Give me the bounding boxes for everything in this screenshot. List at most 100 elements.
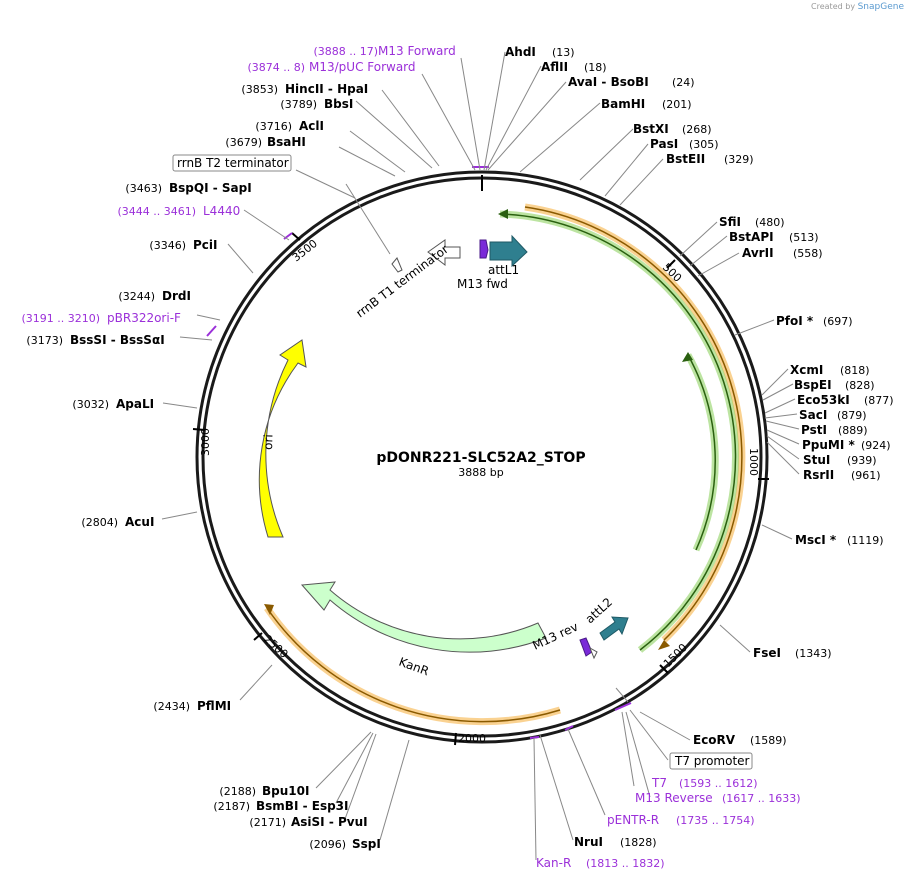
site-bpu10i-pos: (2188)	[219, 785, 256, 798]
site-acui-name: AcuI	[125, 515, 154, 529]
rrnb-t2-box	[172, 154, 292, 172]
attl1-label: attL1	[488, 263, 519, 277]
site-bamhi-pos: (201)	[662, 98, 692, 111]
site-saci-pos: (879)	[837, 409, 867, 422]
site-bspqi-pos: (3463)	[125, 182, 162, 195]
site-bstapi-pos: (513)	[789, 231, 819, 244]
t7-promoter-label: T7 promoter	[674, 754, 750, 768]
site-bspei-name: BspEI	[794, 378, 832, 392]
site-bbsi-pos: (3789)	[280, 98, 317, 111]
t7-promoter-box	[669, 752, 753, 770]
primer-kan-r-name: Kan-R	[536, 856, 571, 870]
ori-feature	[258, 339, 307, 538]
primer-m13-forward-name: M13 Forward	[378, 44, 456, 58]
kanr-feature	[300, 581, 547, 653]
orf-green-inner	[687, 354, 716, 551]
site-aflii-name: AflII	[541, 60, 568, 74]
site-asisi-pos: (2171)	[249, 816, 286, 829]
site-apali-pos: (3032)	[72, 398, 109, 411]
tick-label-2000: 2000	[458, 732, 486, 745]
site-bsssi-name: BssSI - BssSαI	[70, 333, 165, 347]
orf-green-mid-head	[498, 209, 508, 219]
site-bsteii-pos: (329)	[724, 153, 754, 166]
plasmid-length: 3888 bp	[458, 466, 503, 479]
site-pcii-pos: (3346)	[149, 239, 186, 252]
site-asisi-name: AsiSI - PvuI	[291, 815, 368, 829]
site-drdi-name: DrdI	[162, 289, 191, 303]
orf-orange-outer-head	[658, 640, 670, 650]
site-apali-name: ApaLI	[116, 397, 154, 411]
site-acui-pos: (2804)	[81, 516, 118, 529]
site-bstapi-name: BstAPI	[729, 230, 774, 244]
orf-green-inner-head	[682, 352, 693, 362]
site-bpu10i-name: Bpu10I	[262, 784, 309, 798]
site-hincii-name: HincII - HpaI	[285, 82, 368, 96]
site-ppumi-pos: (924)	[861, 439, 891, 452]
site-rsrii-name: RsrII	[803, 468, 834, 482]
orf-orange-bottom-head	[264, 604, 274, 615]
attl2-label: attL2	[583, 595, 615, 626]
tick-label-1000: 1000	[747, 448, 760, 476]
site-ecorv-name: EcoRV	[693, 733, 736, 747]
site-pflmi-pos: (2434)	[153, 700, 190, 713]
rrnb-t1-label: rrnB T1 terminator	[353, 242, 451, 320]
site-acli-pos: (3716)	[255, 120, 292, 133]
site-psti-pos: (889)	[838, 424, 868, 437]
site-bsssi-pos: (3173)	[26, 334, 63, 347]
site-acli-name: AclI	[299, 119, 324, 133]
site-xcmi-pos: (818)	[840, 364, 870, 377]
kan-r-mark	[529, 736, 540, 739]
site-ppumi-name: PpuMI *	[802, 438, 856, 452]
site-ahdi-pos: (13)	[552, 46, 575, 59]
rrnb-t2-feature	[427, 239, 461, 267]
site-bspqi-name: BspQI - SapI	[169, 181, 252, 195]
orf-green-mid	[499, 213, 737, 651]
site-sspi-pos: (2096)	[309, 838, 346, 851]
ori-label: ori	[261, 434, 276, 450]
credit-brand: SnapGene	[857, 2, 904, 12]
plasmid-name: pDONR221-SLC52A2_STOP	[376, 450, 585, 466]
site-bsmbi-pos: (2187)	[213, 800, 250, 813]
site-pasi-pos: (305)	[689, 138, 719, 151]
primer-m13-forward-range: (3888 .. 17)	[313, 45, 378, 58]
site-aflii-pos: (18)	[584, 61, 607, 74]
primer-pentr-r-range: (1735 .. 1754)	[676, 814, 755, 827]
tick-2500	[253, 632, 263, 641]
site-nrui-name: NruI	[574, 835, 603, 849]
primer-m13puc-forward-name: M13/pUC Forward	[309, 60, 416, 74]
tick-marks	[192, 232, 769, 746]
site-bstxi-pos: (268)	[682, 123, 712, 136]
primer-pbr322ori-f-name: pBR322ori-F	[107, 311, 181, 325]
site-pfoi-pos: (697)	[823, 315, 853, 328]
site-eco53ki-name: Eco53kI	[797, 393, 850, 407]
orf-orange-outer	[524, 206, 743, 641]
site-saci-name: SacI	[799, 408, 827, 422]
site-avrii-pos: (558)	[793, 247, 823, 260]
kanr-label: KanR	[397, 655, 431, 679]
tick-1500	[659, 664, 669, 674]
site-drdi-pos: (3244)	[118, 290, 155, 303]
site-msci-pos: (1119)	[847, 534, 884, 547]
site-avai-name: AvaI - BsoBI	[568, 75, 649, 89]
site-bstxi-name: BstXI	[633, 122, 669, 136]
site-bsteii-name: BstEII	[666, 152, 705, 166]
site-bsahi-name: BsaHI	[267, 135, 306, 149]
t7-m13rev-mark	[614, 702, 632, 711]
site-avai-pos: (24)	[672, 76, 695, 89]
rrnb-t1-feature	[391, 257, 403, 273]
tick-3500	[291, 232, 301, 241]
m13-rev-feature	[579, 637, 593, 657]
site-nrui-pos: (1828)	[620, 836, 657, 849]
primer-l4440-name: L4440	[203, 204, 240, 218]
site-bamhi-name: BamHI	[601, 97, 645, 111]
site-eco53ki-pos: (877)	[864, 394, 894, 407]
snapgene-credit: Created by SnapGene	[811, 2, 904, 12]
site-sfii-name: SfiI	[719, 215, 741, 229]
site-fsei-name: FseI	[753, 646, 781, 660]
site-bspei-pos: (828)	[845, 379, 875, 392]
tick-3000	[192, 428, 206, 431]
m13-fwd-label: M13 fwd	[457, 277, 508, 291]
primer-pentr-r-name: pENTR-R	[607, 813, 659, 827]
l4440-mark	[283, 232, 293, 240]
